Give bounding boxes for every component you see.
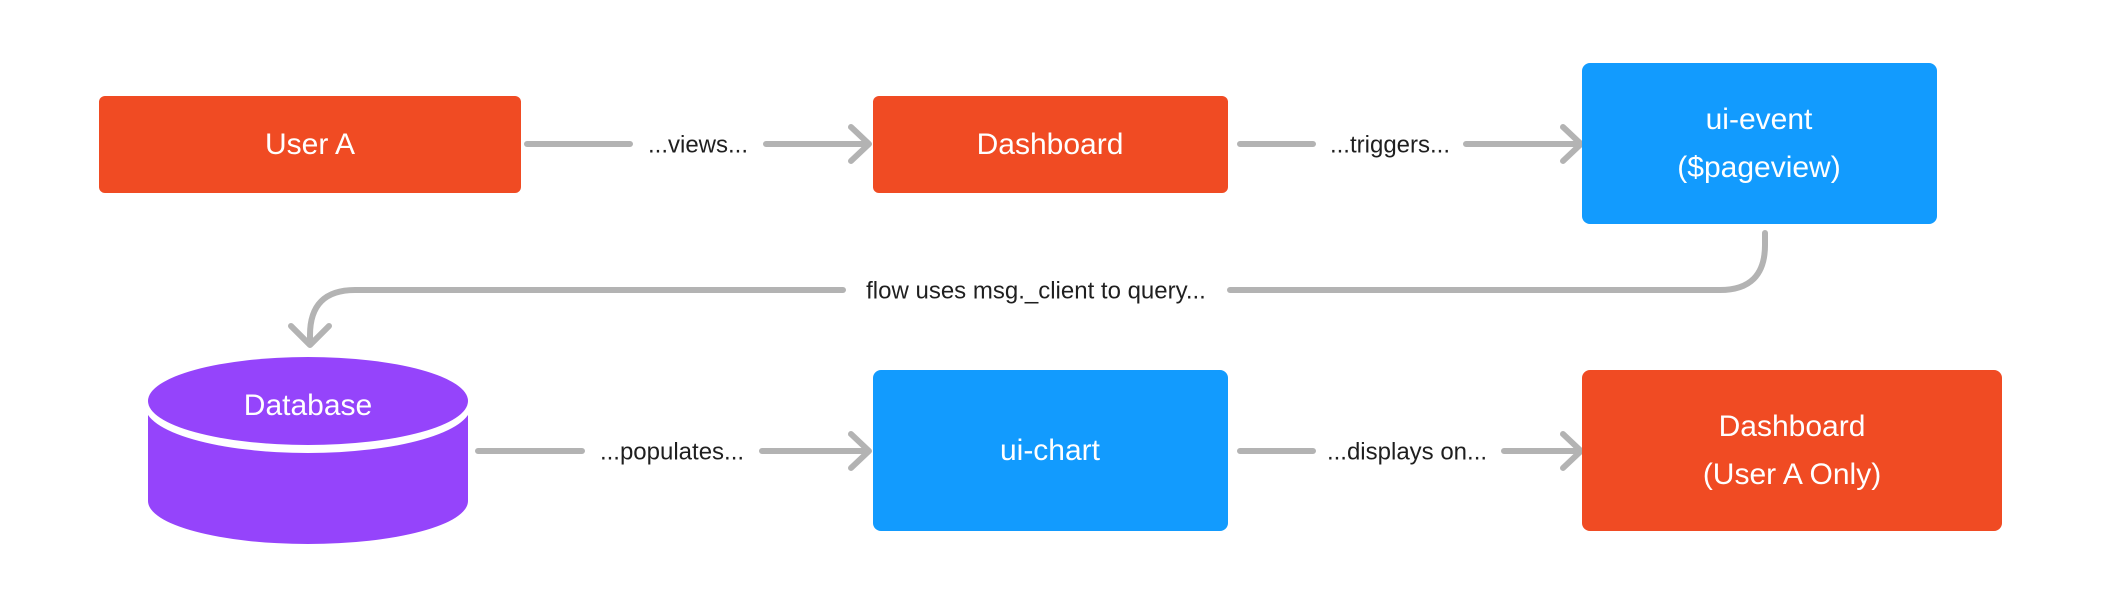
- edge-flow-query-line: [307, 230, 1768, 345]
- edge-populates: ...populates...: [475, 431, 872, 471]
- edge-triggers-label: ...triggers...: [1330, 131, 1450, 158]
- node-ui-chart: ui-chart: [873, 370, 1228, 531]
- edge-flow-query: flow uses msg._client to query...: [288, 230, 1768, 348]
- edge-displays-on-arrowhead-icon: [1560, 431, 1584, 471]
- edge-populates-label: ...populates...: [600, 438, 744, 465]
- edge-views: ...views...: [524, 124, 872, 164]
- edge-triggers-arrowhead-icon: [1560, 124, 1584, 164]
- node-user-a-label: User A: [265, 128, 355, 161]
- edge-displays-on-label: ...displays on...: [1327, 438, 1487, 465]
- node-ui-chart-label: ui-chart: [1000, 434, 1101, 467]
- node-database-label: Database: [244, 389, 372, 422]
- edge-populates-arrowhead-icon: [848, 431, 872, 471]
- node-database-top: [148, 357, 468, 445]
- node-dashboard-user-a-only-line2: (User A Only): [1703, 458, 1881, 491]
- node-dashboard-box: [873, 96, 1228, 193]
- node-dashboard-label: Dashboard: [977, 128, 1124, 161]
- edge-views-arrowhead-icon: [848, 124, 872, 164]
- node-ui-chart-box: [873, 370, 1228, 531]
- edge-flow-query-label: flow uses msg._client to query...: [866, 277, 1206, 304]
- node-dashboard: Dashboard: [873, 96, 1228, 193]
- node-ui-event: ui-event ($pageview): [1582, 63, 1937, 224]
- node-ui-event-line2: ($pageview): [1677, 151, 1840, 184]
- node-database: Database: [145, 357, 471, 544]
- edge-displays-on: ...displays on...: [1237, 431, 1584, 471]
- node-user-a: User A: [99, 96, 521, 193]
- node-user-a-box: [99, 96, 521, 193]
- node-ui-event-box: [1582, 63, 1937, 224]
- node-ui-event-line1: ui-event: [1706, 103, 1813, 136]
- node-dashboard-user-a-only: Dashboard (User A Only): [1582, 370, 2002, 531]
- node-dashboard-user-a-only-box: [1582, 370, 2002, 531]
- node-dashboard-user-a-only-line1: Dashboard: [1719, 410, 1866, 443]
- edge-views-label: ...views...: [648, 131, 748, 158]
- edge-flow-query-arrowhead-icon: [288, 323, 332, 348]
- edge-triggers: ...triggers...: [1237, 124, 1584, 164]
